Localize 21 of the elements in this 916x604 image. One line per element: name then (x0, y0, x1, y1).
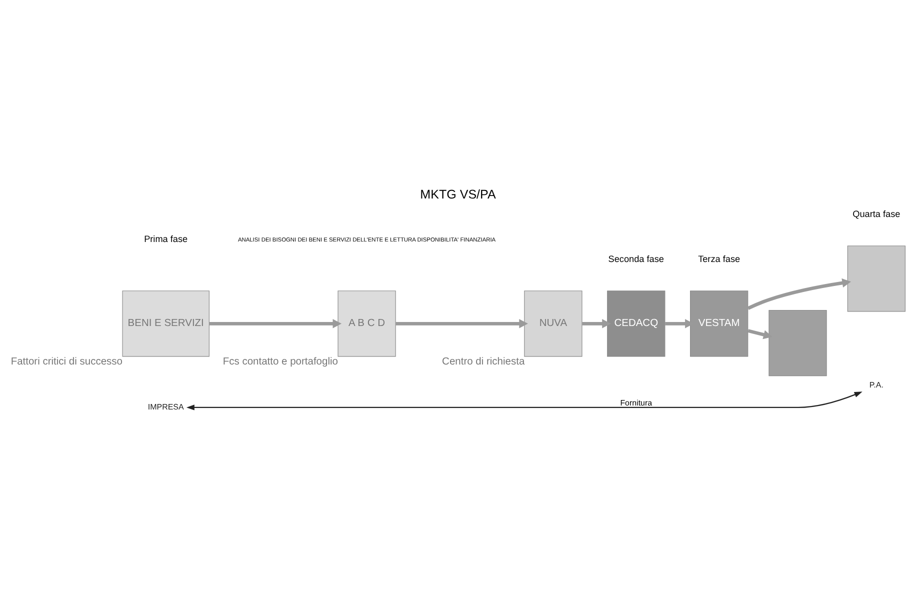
node-box: BENI E SERVIZI (122, 290, 210, 357)
node-box: VESTAM (690, 290, 748, 357)
label: Quarta fase (852, 208, 900, 219)
node-label: Fcs contatto e portafoglio (222, 356, 338, 368)
arrow (748, 329, 772, 340)
arrow (209, 319, 342, 328)
arrow (582, 319, 611, 328)
node-box: CEDACQ (607, 290, 666, 357)
node-box: NUVA (524, 290, 582, 357)
node-box: A B C D (338, 290, 396, 357)
diagram-title: MKTG VS/PA (420, 188, 496, 202)
label: Prima fase (144, 234, 188, 244)
node-label: Fattori critici di successo (10, 356, 122, 368)
node-box (847, 246, 906, 312)
arrow (396, 319, 528, 328)
label: Terza fase (698, 254, 740, 264)
arrow (747, 278, 852, 310)
label: Seconda fase (608, 254, 664, 264)
node-box (768, 310, 827, 376)
arrow (186, 392, 862, 410)
node-label: Centro di richiesta (442, 356, 525, 368)
